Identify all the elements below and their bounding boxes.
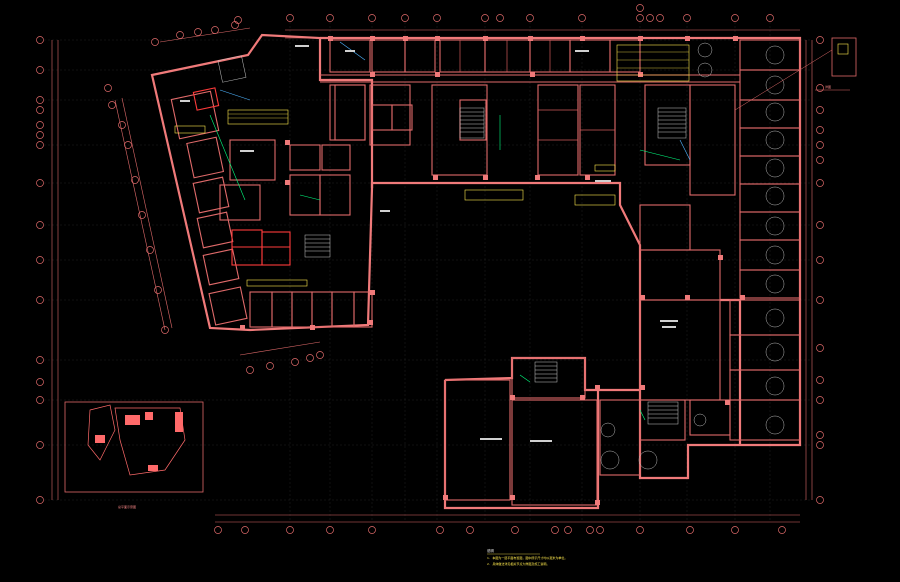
key-plan-label: 总平面示意图 <box>118 504 136 509</box>
detail-callout-label: 详图 <box>825 84 831 89</box>
round-tables <box>600 42 785 470</box>
building-outline <box>150 33 802 510</box>
drawing-notes: 说明 1. 本图为一层平面布置图，图中所示尺寸均以毫米为单位。 2. 具体做法详… <box>487 548 567 566</box>
notes-line-2: 2. 具体做法详见相关节点大样图及施工说明。 <box>487 561 549 566</box>
annotation-tags <box>174 44 690 287</box>
detail-callout: 详图 <box>734 37 857 111</box>
elevator-cores <box>192 87 291 266</box>
notes-title: 说明 <box>487 548 494 553</box>
structural-columns <box>240 36 745 505</box>
cyan-lines <box>219 41 691 161</box>
key-plan: 总平面示意图 <box>64 401 204 509</box>
equipment-marks <box>209 114 681 421</box>
room-label-marks <box>180 45 678 442</box>
notes-line-1: 1. 本图为一层平面布置图，图中所示尺寸均以毫米为单位。 <box>487 555 567 560</box>
stairwells <box>217 55 687 425</box>
grid-bubbles <box>36 4 824 534</box>
